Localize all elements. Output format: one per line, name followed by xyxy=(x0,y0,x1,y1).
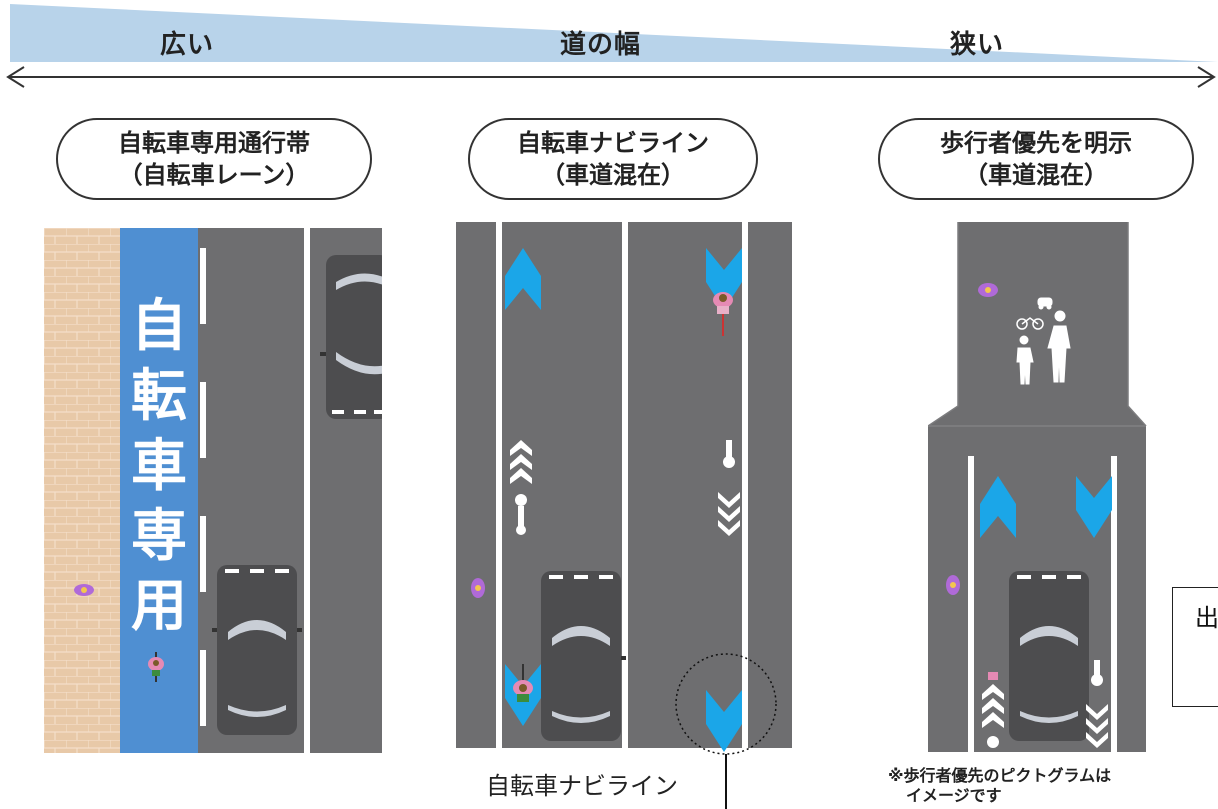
lane-dash xyxy=(200,650,206,726)
pedestrian-priority-pictogram xyxy=(1016,297,1071,385)
panel-title-line2: （車道混在） xyxy=(964,161,1108,189)
narrow-road-shape xyxy=(928,222,1147,752)
source-box-text: 出 xyxy=(1195,604,1218,632)
cyclist-icon xyxy=(513,664,533,702)
arrow-up-icon xyxy=(505,248,541,310)
cyclist-icon xyxy=(713,292,733,336)
lane-char: 用 xyxy=(131,574,187,639)
pedestrian-icon xyxy=(471,578,485,598)
navi-line-callout xyxy=(675,653,777,809)
scale-label-narrow: 狭い xyxy=(950,30,1005,60)
edge-line-left xyxy=(968,456,974,752)
lane-char: 専 xyxy=(131,504,187,569)
panel-title-line1: 歩行者優先を明示 xyxy=(940,129,1132,157)
arrow-down-icon xyxy=(1076,476,1112,538)
lane-char: 自 xyxy=(131,294,187,359)
navi-line-callout-label: 自転車ナビライン xyxy=(486,772,678,800)
center-line xyxy=(304,228,310,753)
panel-title-bike-lane: 自転車専用通行帯 （自転車レーン） xyxy=(56,118,372,200)
bicycle-pictogram xyxy=(510,440,532,535)
bicycle-pictogram xyxy=(982,672,1004,748)
pedestrian-icon xyxy=(946,575,960,595)
scale-label-road-width: 道の幅 xyxy=(560,30,642,60)
car-pictogram xyxy=(212,565,302,735)
arrow-up-icon xyxy=(980,476,1016,538)
panel-title-navi-line: 自転車ナビライン （車道混在） xyxy=(468,118,758,200)
bike-lane-paint-text: 自 転 車 専 用 xyxy=(120,228,198,753)
panel-title-line1: 自転車専用通行帯 xyxy=(118,129,310,157)
lane-dash xyxy=(200,516,206,592)
arrow-down-icon xyxy=(706,248,742,310)
bicycle-pictogram xyxy=(718,440,740,536)
footnote-line2: イメージです xyxy=(906,786,1002,805)
arrow-down-icon xyxy=(706,690,742,752)
lane-dash xyxy=(200,248,206,324)
panel-title-line2: （自転車レーン） xyxy=(118,161,310,189)
lane-char: 転 xyxy=(131,364,187,429)
sidewalk-bricks xyxy=(44,228,121,753)
footnote-line1: ※歩行者優先のピクトグラムは xyxy=(888,766,1112,785)
car-pictogram xyxy=(1009,571,1089,741)
bicycle-pictogram xyxy=(1086,660,1108,748)
panel-title-line2: （車道混在） xyxy=(541,161,685,189)
edge-line-right xyxy=(1111,456,1117,752)
center-line xyxy=(622,222,628,748)
car-pictogram xyxy=(541,571,626,741)
car-pictogram xyxy=(320,255,382,419)
panel-title-line1: 自転車ナビライン xyxy=(517,129,709,157)
source-box: 出 xyxy=(1172,587,1218,707)
panel-title-pedestrian-priority: 歩行者優先を明示 （車道混在） xyxy=(878,118,1194,200)
edge-line-right xyxy=(742,222,748,748)
scale-label-wide: 広い xyxy=(160,30,215,60)
lane-char: 車 xyxy=(131,434,187,499)
cyclist-icon xyxy=(148,652,164,682)
lane-dash xyxy=(200,382,206,458)
edge-line-left xyxy=(496,222,502,748)
pedestrian-icon xyxy=(978,283,998,297)
pedestrian-icon xyxy=(74,584,94,596)
width-scale-banner xyxy=(6,4,1218,88)
